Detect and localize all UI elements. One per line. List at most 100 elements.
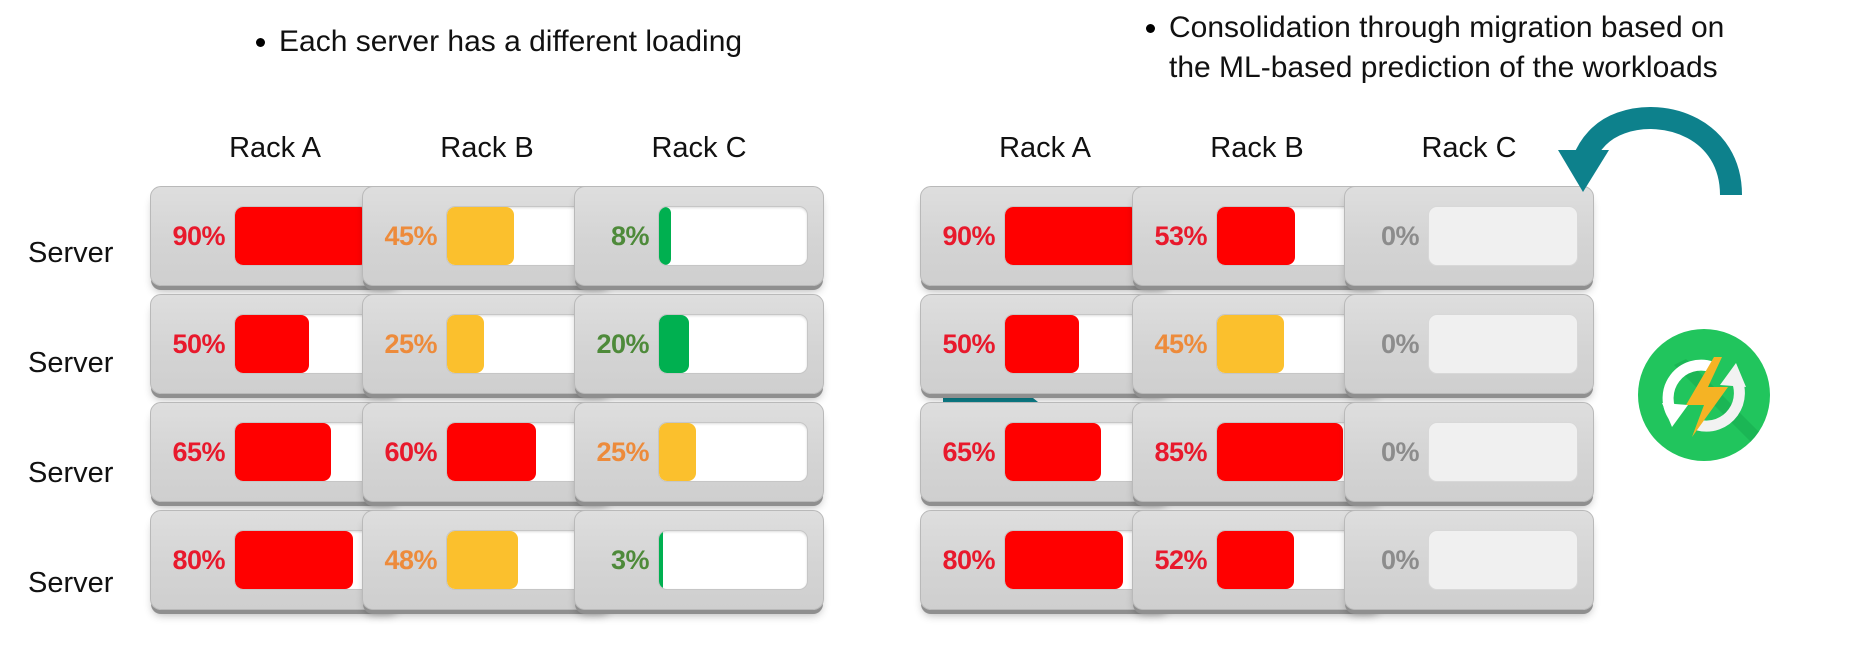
rack-header-a: Rack A (999, 132, 1091, 164)
server-load-fill (1217, 531, 1294, 589)
curved-migration-arrow-icon (1558, 107, 1742, 196)
server-load-percent: 8% (610, 220, 650, 251)
server-load-meter (234, 314, 384, 374)
server-load-percent: 25% (596, 436, 649, 467)
server-unit[interactable]: 8% (574, 186, 824, 286)
rack-c-column: 0% 0% 0% 0% (1344, 186, 1594, 618)
server-load-meter (1004, 422, 1154, 482)
server-load-percent: 0% (1380, 544, 1420, 575)
server-unit[interactable]: 90% (920, 186, 1170, 286)
bullet-dot-icon (1146, 24, 1155, 33)
rack-header-c: Rack C (651, 132, 747, 164)
rack-header-a: Rack A (229, 132, 321, 164)
server-unit[interactable]: 90% (150, 186, 400, 286)
server-load-percent: 20% (596, 328, 649, 359)
server-load-fill (235, 423, 332, 481)
server-load-fill (1005, 531, 1124, 589)
server-unit[interactable]: 0% (1344, 510, 1594, 610)
server-unit[interactable]: 50% (920, 294, 1170, 394)
server-load-percent: 25% (384, 328, 437, 359)
server-load-percent: 45% (384, 220, 437, 251)
bullet-dot-icon (256, 38, 265, 47)
before-consolidation-panel: Server Server Server Server Rack A Rack … (0, 0, 930, 661)
server-load-percent: 80% (942, 544, 995, 575)
server-load-meter (658, 422, 808, 482)
server-load-percent: 50% (172, 328, 225, 359)
server-load-fill (659, 207, 671, 265)
server-load-meter (658, 530, 808, 590)
server-load-meter (1004, 206, 1154, 266)
server-unit[interactable]: 20% (574, 294, 824, 394)
server-load-meter (658, 314, 808, 374)
server-load-meter (1216, 314, 1366, 374)
server-unit[interactable]: 0% (1344, 294, 1594, 394)
server-unit[interactable]: 85% (1132, 402, 1382, 502)
after-consolidation-panel: Rack A Rack B Rack C 90%50%65%80% 53%45%… (920, 0, 1873, 661)
power-save-badge (1634, 325, 1774, 465)
server-load-percent: 50% (942, 328, 995, 359)
rack-b-column: 45% 25% 60% 48% (362, 186, 612, 618)
server-load-meter (1428, 206, 1578, 266)
server-load-percent: 52% (1154, 544, 1207, 575)
server-load-fill (659, 531, 664, 589)
server-unit[interactable]: 45% (1132, 294, 1382, 394)
server-load-meter (1004, 314, 1154, 374)
server-unit[interactable]: 80% (920, 510, 1170, 610)
server-unit[interactable]: 65% (150, 402, 400, 502)
server-load-fill (447, 207, 514, 265)
server-load-fill (235, 315, 309, 373)
server-load-fill (235, 207, 369, 265)
server-label: Server (28, 236, 114, 269)
server-load-percent: 0% (1380, 436, 1420, 467)
server-unit[interactable]: 60% (362, 402, 612, 502)
server-unit[interactable]: 25% (362, 294, 612, 394)
server-load-percent: 45% (1154, 328, 1207, 359)
server-unit[interactable]: 48% (362, 510, 612, 610)
server-label-column: Server Server Server Server (28, 198, 113, 638)
server-load-meter (1004, 530, 1154, 590)
server-load-fill (1217, 207, 1296, 265)
server-load-percent: 85% (1154, 436, 1207, 467)
server-label: Server (28, 566, 114, 599)
server-load-percent: 3% (610, 544, 650, 575)
server-load-fill (1005, 315, 1079, 373)
server-load-meter (446, 314, 596, 374)
server-load-percent: 53% (1154, 220, 1207, 251)
rack-c-column: 8% 20% 25% 3% (574, 186, 824, 618)
server-load-meter (234, 422, 384, 482)
server-load-fill (659, 315, 689, 373)
server-load-meter (1428, 314, 1578, 374)
bullet-right: Consolidation through migration based on… (1146, 8, 1724, 88)
server-unit[interactable]: 65% (920, 402, 1170, 502)
server-unit[interactable]: 45% (362, 186, 612, 286)
server-unit[interactable]: 0% (1344, 402, 1594, 502)
server-load-meter (1216, 530, 1366, 590)
bullet-right-text: Consolidation through migration based on… (1169, 11, 1725, 84)
server-label: Server (28, 346, 114, 379)
server-load-meter (234, 530, 384, 590)
server-load-percent: 65% (172, 436, 225, 467)
server-unit[interactable]: 80% (150, 510, 400, 610)
server-load-percent: 0% (1380, 220, 1420, 251)
server-load-fill (1005, 423, 1102, 481)
server-unit[interactable]: 3% (574, 510, 824, 610)
server-load-percent: 80% (172, 544, 225, 575)
server-load-percent: 90% (942, 220, 995, 251)
server-load-meter (1428, 530, 1578, 590)
server-label: Server (28, 456, 114, 489)
server-unit[interactable]: 52% (1132, 510, 1382, 610)
server-load-meter (1428, 422, 1578, 482)
server-load-percent: 48% (384, 544, 437, 575)
server-load-fill (447, 531, 519, 589)
server-load-fill (235, 531, 354, 589)
bullet-left: Each server has a different loading (256, 22, 742, 62)
rack-header-b: Rack B (440, 132, 534, 164)
migration-arrow (1535, 103, 1745, 196)
power-save-recycle-icon (1638, 329, 1770, 461)
server-load-percent: 65% (942, 436, 995, 467)
server-load-meter (658, 206, 808, 266)
server-unit[interactable]: 0% (1344, 186, 1594, 286)
server-load-fill (1005, 207, 1139, 265)
server-unit[interactable]: 25% (574, 402, 824, 502)
